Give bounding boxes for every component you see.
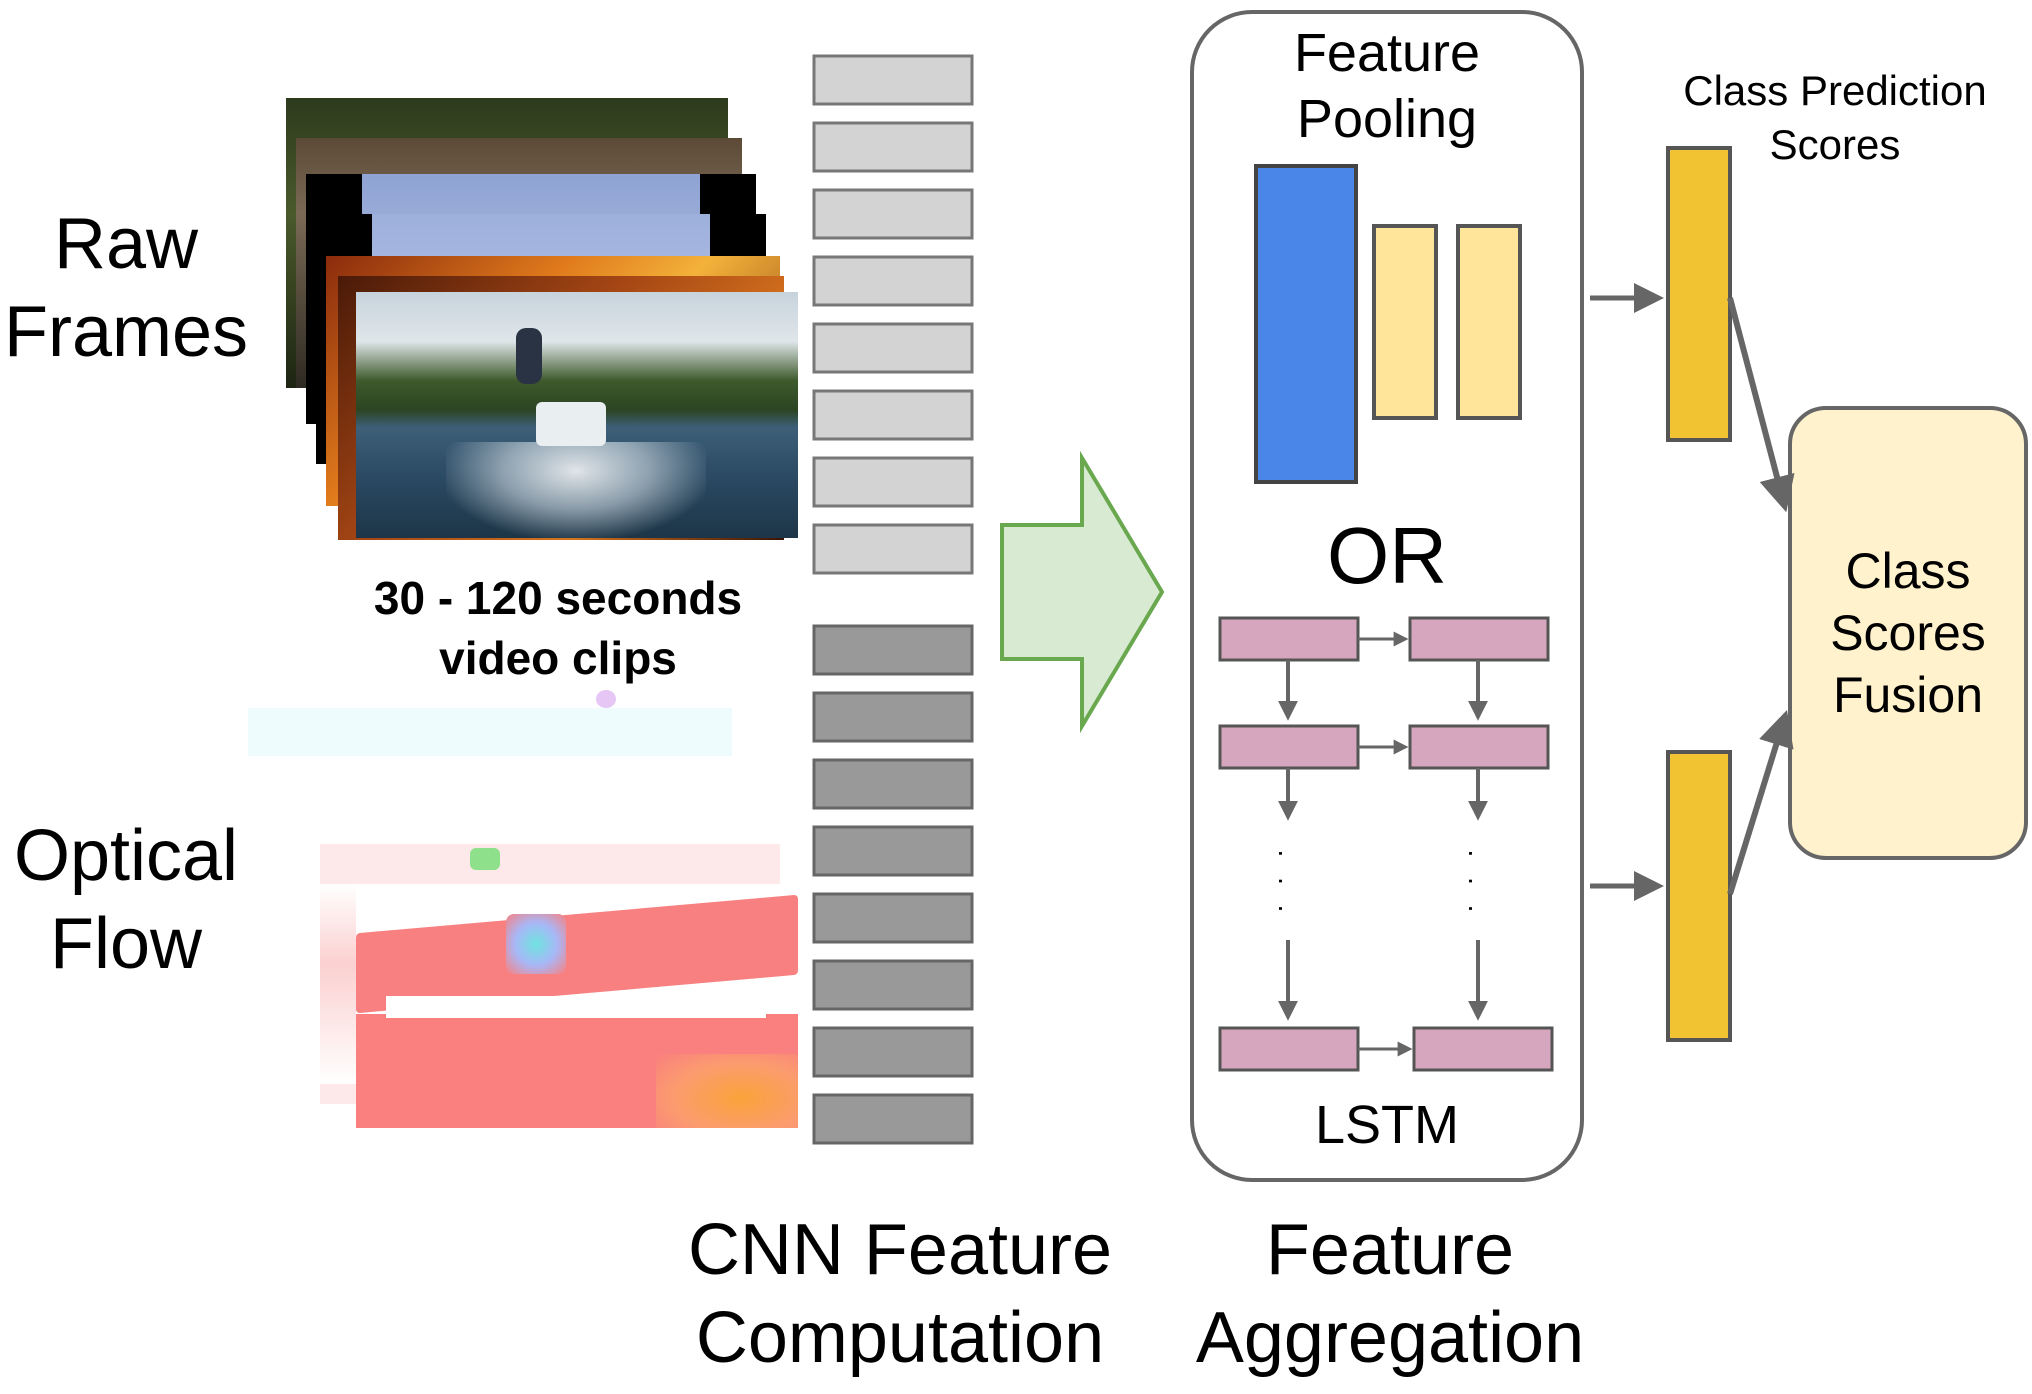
clip-duration-line: video clips — [439, 632, 677, 684]
lstm-grid — [1218, 616, 1554, 1072]
cnn-feature-label-line: CNN Feature — [687, 1210, 1113, 1290]
feature-vector — [812, 389, 974, 441]
lstm-label: LSTM — [1314, 1095, 1460, 1155]
class-prediction-label-line: Class Prediction — [1683, 67, 1987, 114]
feature-vector — [812, 892, 974, 944]
optical-flow-label-line: Flow — [49, 904, 202, 984]
feature-aggregation-label-line: Feature — [1265, 1210, 1515, 1290]
feature-vector — [812, 624, 974, 676]
feature-vector — [812, 456, 974, 508]
feature-vector — [812, 188, 974, 240]
fusion-label-line: Class — [1845, 543, 1971, 599]
boat — [536, 402, 606, 446]
lstm-cell — [1408, 724, 1550, 770]
feature-vector — [812, 825, 974, 877]
aggregation-arrow — [1000, 450, 1165, 734]
cnn-feature-label-line: Computation — [695, 1298, 1105, 1378]
to-fusion-arrow — [1727, 709, 1794, 895]
raw-frames-label-line: Frames — [3, 292, 249, 372]
lstm-cell — [1218, 1026, 1360, 1072]
video-frame-wakeboard — [356, 292, 798, 538]
class-score-bar-flow — [1666, 750, 1732, 1042]
lstm-dots-right: . . . — [1463, 849, 1494, 919]
optical-flow-label-line: Optical — [13, 816, 239, 896]
clip-duration-label: 30 - 120 seconds video clips — [330, 568, 786, 688]
class-prediction-label: Class Prediction Scores — [1650, 64, 2020, 172]
flow-region-orange — [656, 1054, 798, 1128]
class-score-bar-rgb — [1666, 146, 1732, 442]
feature-vector — [812, 322, 974, 374]
fusion-label-line: Scores — [1830, 605, 1986, 661]
fusion-label: Class Scores Fusion — [1790, 540, 2026, 726]
feature-aggregation-label-line: Aggregation — [1195, 1298, 1585, 1378]
lstm-cell — [1218, 616, 1360, 662]
cnn-features-flow — [812, 624, 974, 1145]
feature-vector — [812, 1093, 974, 1145]
pooling-bar — [1456, 224, 1522, 420]
aggregation-box — [1190, 10, 1584, 1182]
lstm-cell — [1412, 1026, 1554, 1072]
feature-pooling-label: Feature Pooling — [1222, 20, 1552, 152]
optical-flow-front — [356, 884, 798, 1128]
feature-vector — [812, 1026, 974, 1078]
pooling-bar — [1372, 224, 1438, 420]
feature-aggregation-label: Feature Aggregation — [1170, 1206, 1610, 1382]
cnn-feature-label: CNN Feature Computation — [660, 1206, 1140, 1382]
raw-frames-label: Raw Frames — [0, 200, 252, 376]
or-label: OR — [1327, 511, 1447, 600]
feature-pooling-label-line: Pooling — [1296, 89, 1478, 149]
lstm-cell — [1408, 616, 1550, 662]
to-fusion-arrow — [1727, 297, 1795, 513]
wakeboarder — [516, 328, 542, 384]
raw-frames-label-line: Raw — [53, 204, 199, 284]
feature-vector — [812, 121, 974, 173]
feature-vector — [812, 255, 974, 307]
feature-vector — [812, 959, 974, 1011]
feature-vector — [812, 54, 974, 106]
cnn-features-rgb — [812, 54, 974, 575]
flow-region-colored — [506, 914, 566, 974]
pooled-feature-bar — [1254, 164, 1358, 484]
feature-vector — [812, 523, 974, 575]
fusion-label-line: Fusion — [1832, 667, 1984, 723]
lstm-cell — [1218, 724, 1360, 770]
lstm-dots-left: . . . — [1273, 849, 1304, 919]
optical-flow-speck — [596, 690, 616, 708]
fusion-box — [1788, 406, 2028, 860]
class-prediction-label-line: Scores — [1769, 121, 1901, 168]
feature-pooling-label-line: Feature — [1293, 23, 1481, 83]
optical-flow-faint — [248, 708, 732, 756]
optical-flow-label: Optical Flow — [0, 812, 252, 988]
wake-spray — [446, 442, 706, 538]
feature-vector — [812, 691, 974, 743]
feature-vector — [812, 758, 974, 810]
clip-duration-line: 30 - 120 seconds — [373, 572, 743, 624]
